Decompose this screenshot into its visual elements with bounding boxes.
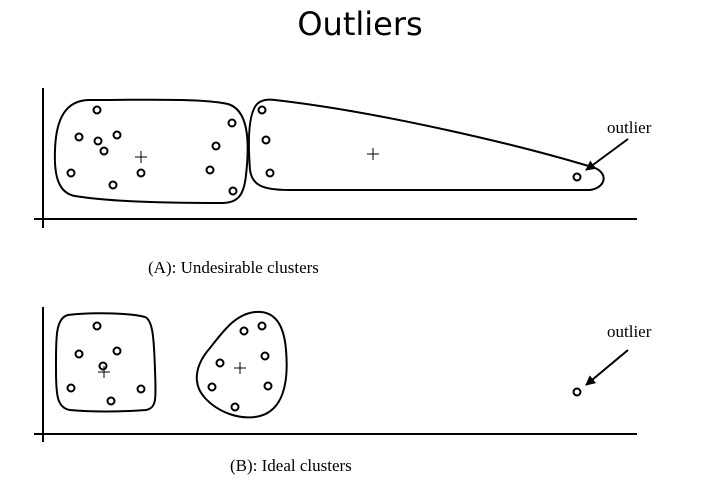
data-point <box>211 141 221 151</box>
data-point <box>92 105 102 115</box>
panel-b-points-right <box>207 321 273 412</box>
data-point <box>112 346 122 356</box>
data-point <box>99 146 109 156</box>
panel-b-caption: (B): Ideal clusters <box>230 456 352 475</box>
outlier-point <box>572 387 582 397</box>
panel-b: outlier (B): Ideal clusters <box>34 307 652 475</box>
panel-b-outlier-label: outlier <box>607 322 652 341</box>
panel-a: outlier (A): Undesirable clusters <box>34 88 652 277</box>
panel-b-centroid-right <box>234 362 246 374</box>
data-point <box>92 321 102 331</box>
panel-b-points-left <box>66 321 146 406</box>
data-point <box>260 351 270 361</box>
panel-a-centroid-right <box>367 148 379 160</box>
panel-a-outlier-label: outlier <box>607 118 652 137</box>
data-point <box>239 326 249 336</box>
data-point <box>74 132 84 142</box>
data-point <box>263 381 273 391</box>
data-point <box>205 165 215 175</box>
data-point <box>261 135 271 145</box>
data-point <box>66 383 76 393</box>
data-point <box>106 396 116 406</box>
data-point <box>257 321 267 331</box>
data-point <box>227 118 237 128</box>
panel-b-cluster-left-boundary <box>54 312 157 413</box>
data-point <box>230 402 240 412</box>
panel-a-cluster-right-boundary <box>247 98 605 192</box>
panel-a-caption: (A): Undesirable clusters <box>148 258 319 277</box>
data-point <box>228 186 238 196</box>
outlier-point <box>572 172 582 182</box>
data-point <box>108 180 118 190</box>
panel-a-outlier-arrow <box>585 138 629 171</box>
data-point <box>215 358 225 368</box>
data-point <box>74 349 84 359</box>
panel-b-centroid-left <box>98 366 110 378</box>
data-point <box>93 136 103 146</box>
data-point <box>265 168 275 178</box>
panel-b-cluster-right-boundary <box>195 310 288 419</box>
data-point <box>66 168 76 178</box>
panel-a-points-left <box>66 105 238 196</box>
panel-b-outlier-arrow <box>585 349 629 386</box>
data-point <box>136 168 146 178</box>
panel-a-centroid-left <box>135 151 147 163</box>
data-point <box>136 384 146 394</box>
data-point <box>207 382 217 392</box>
data-point <box>257 105 267 115</box>
data-point <box>112 130 122 140</box>
data-point <box>98 361 108 371</box>
slide-title: Outliers <box>297 5 423 43</box>
panel-a-cluster-left-boundary <box>53 98 249 205</box>
panel-a-points-right <box>257 105 582 182</box>
